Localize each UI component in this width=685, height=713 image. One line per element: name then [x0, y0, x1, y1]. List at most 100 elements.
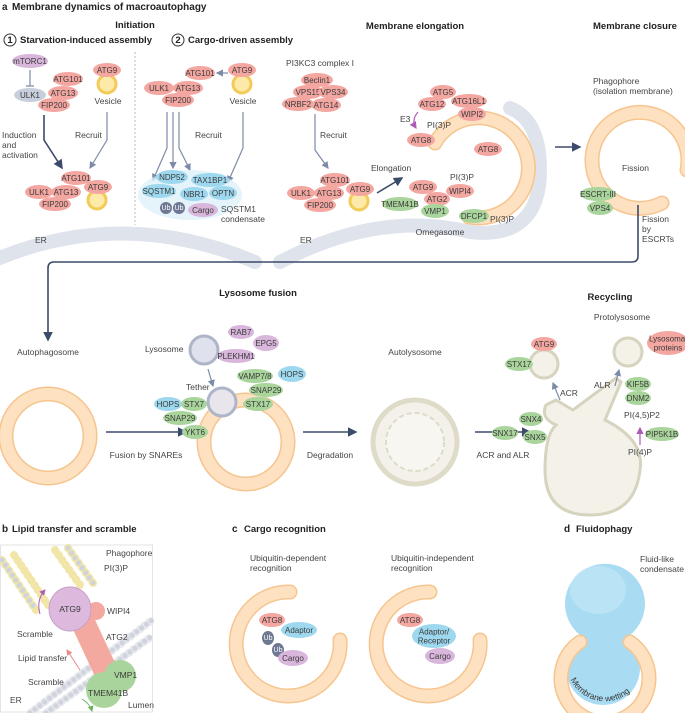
- chip-shape: [382, 197, 418, 211]
- chip-shape: [397, 613, 423, 627]
- chip-shape: [144, 81, 174, 95]
- chip-shape: [188, 203, 218, 217]
- protein-atg13: ATG13: [314, 186, 344, 200]
- condensate-label-2: condensate: [640, 564, 684, 574]
- chip-label: Cargo: [192, 206, 214, 215]
- induction-label-2: and: [2, 140, 16, 150]
- protein-optn: OPTN: [209, 186, 237, 200]
- chip-label: Beclin1: [304, 76, 331, 85]
- e3-arrow: [409, 111, 419, 130]
- chip-shape: [12, 54, 48, 68]
- protein-fip200: FIP200: [38, 98, 70, 112]
- chip-shape: [430, 85, 456, 99]
- chip-shape: [14, 88, 46, 102]
- chip-label: ATG8: [262, 616, 283, 625]
- chip-label: NRBF2: [285, 100, 312, 109]
- protein-atg13: ATG13: [173, 81, 203, 95]
- adaptor: Adaptor: [281, 622, 317, 638]
- induction-label-1: Induction: [2, 130, 37, 140]
- chip-label: ULK1: [29, 188, 50, 197]
- protein-plekhm1: PLEKHM1: [217, 349, 255, 363]
- tether-label: Tether: [186, 382, 210, 392]
- cargo: Cargo: [188, 203, 218, 217]
- chip-label: ATG13: [176, 84, 201, 93]
- chip-shape: [180, 187, 208, 201]
- chip-label: FIP200: [307, 201, 333, 210]
- chip-label: ESCRT-III: [580, 190, 616, 199]
- chip-label: Adaptor: [285, 626, 313, 635]
- chip-label: SNAP29: [251, 386, 282, 395]
- elongation-label: Elongation: [371, 163, 411, 173]
- elongation-arrow: [376, 177, 404, 194]
- ubiquitin: Ub: [262, 631, 274, 645]
- chip-label: ULK1: [291, 189, 312, 198]
- condensate-label-2: condensate: [221, 214, 265, 224]
- chip-shape: [519, 412, 543, 426]
- protein-kif5b: KIF5B: [625, 377, 651, 391]
- chip-shape: [173, 81, 203, 95]
- chip-shape: [314, 186, 344, 200]
- atg2-label: ATG2: [106, 632, 128, 642]
- autophagosome-label: Autophagosome: [17, 347, 79, 357]
- chip-label: EPG5: [255, 339, 277, 348]
- chip-shape: [523, 430, 547, 444]
- protolysosome: [612, 336, 644, 368]
- fission-by-3: ESCRTs: [642, 234, 674, 244]
- step-1-title: Starvation-induced assembly: [20, 35, 153, 46]
- protein-ulk1: ULK1: [14, 88, 46, 102]
- chip-shape: [209, 186, 237, 200]
- chip-shape: [162, 93, 194, 107]
- chip-shape: [160, 202, 172, 214]
- chip-shape: [311, 98, 341, 112]
- chip-label: HOPS: [157, 400, 180, 409]
- chip-shape: [84, 180, 112, 194]
- chip-label: VPS34: [321, 88, 346, 97]
- protein-rab7: RAB7: [228, 325, 254, 339]
- chip-label: Ub: [175, 205, 184, 212]
- chip-shape: [282, 97, 314, 111]
- protein-atg8: ATG8: [474, 142, 502, 156]
- chip-shape: [287, 186, 315, 200]
- cargo: Cargo: [425, 648, 455, 664]
- recruit-arrow: [152, 112, 168, 182]
- protein-snap29: SNAP29: [249, 383, 283, 397]
- protein-atg9: ATG9: [531, 337, 557, 351]
- protein-snx4: SNX4: [519, 412, 543, 426]
- chip-label: Receptor: [418, 637, 451, 646]
- chip-shape: [243, 397, 273, 411]
- chip-shape: [587, 201, 613, 215]
- chip-shape: [446, 184, 474, 198]
- chip-label: NDP52: [159, 173, 185, 182]
- protein-atg8: ATG8: [397, 613, 423, 627]
- recruit-arrow: [178, 112, 191, 172]
- panel-c-title: Cargo recognition: [244, 524, 326, 535]
- protein-fip200: FIP200: [304, 198, 336, 212]
- chip-shape: [580, 187, 616, 201]
- chip-label: SQSTM1: [143, 187, 176, 196]
- protein-ulk1: ULK1: [144, 81, 174, 95]
- phagophore-label-1: Phagophore: [593, 76, 640, 86]
- protein-atg101: ATG101: [61, 171, 91, 185]
- chip-shape: [278, 366, 306, 382]
- chip-label: ATG101: [53, 75, 83, 84]
- pi3p-label: PI(3)P: [450, 172, 474, 182]
- chip-shape: [409, 180, 437, 194]
- chip-label: ATG2: [427, 195, 448, 204]
- chip-label: VAMP7/8: [238, 372, 272, 381]
- recruit-arrow: [314, 114, 329, 169]
- chip-label: TAX1BP1: [193, 176, 228, 185]
- lysosome-fusion-title: Lysosome fusion: [219, 288, 297, 299]
- alr-label: ALR: [594, 380, 611, 390]
- pi45p2-label: PI(4,5)P2: [624, 410, 660, 420]
- chip-label: ATG9: [413, 183, 434, 192]
- chip-shape: [39, 197, 71, 211]
- recruit-arrow: [227, 112, 244, 184]
- chip-label: RAB7: [231, 328, 252, 337]
- chip-label: KIF5B: [627, 380, 649, 389]
- chip-label: ATG13: [54, 188, 79, 197]
- chip-label: PIP5K1B: [646, 430, 678, 439]
- protein-atg9: ATG9: [409, 180, 437, 194]
- chip-label: Cargo: [429, 652, 451, 661]
- scramble-label: Scramble: [17, 629, 53, 639]
